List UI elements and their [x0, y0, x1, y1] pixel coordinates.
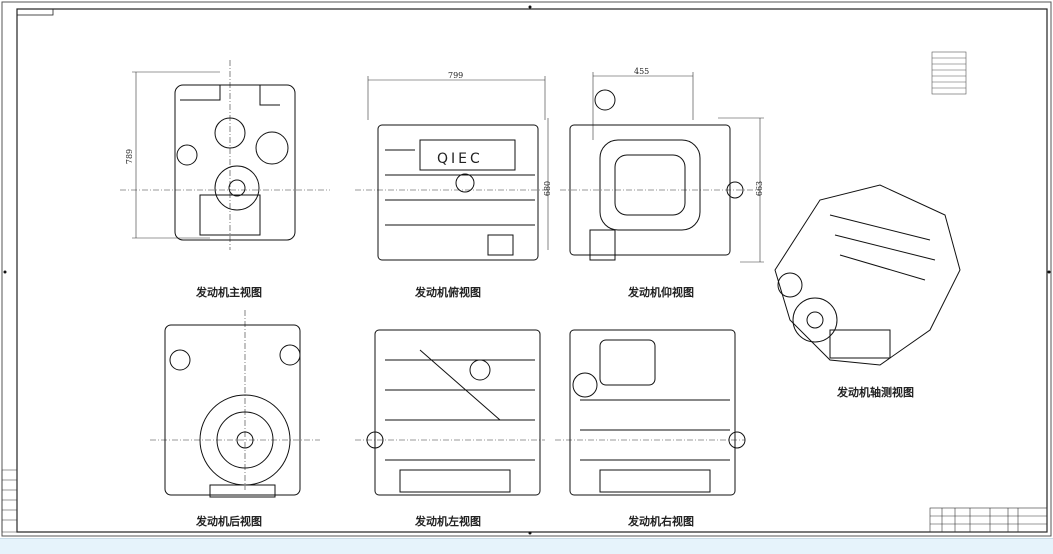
bottom-view-engine — [569, 89, 744, 261]
title-block — [929, 507, 1048, 533]
dimension-front-height: 789 — [125, 148, 135, 165]
dimension-top-height: 680 — [543, 180, 553, 197]
centerlines — [120, 60, 760, 490]
right-view-engine — [569, 329, 746, 496]
sheet-edge-markers — [3, 5, 1051, 535]
dimension-bottom-width: 455 — [634, 67, 650, 76]
isometric-view-engine — [774, 184, 961, 366]
view-label-isometric: 发动机轴测视图 — [837, 386, 914, 399]
view-label-right: 发动机右视图 — [628, 515, 694, 528]
technical-notes-table — [931, 51, 967, 95]
drawing-sheet: QIEC — [1, 1, 1052, 537]
viewer-status-strip — [0, 538, 1053, 554]
view-label-rear: 发动机后视图 — [196, 515, 262, 528]
left-view-engine — [366, 329, 541, 496]
view-label-left: 发动机左视图 — [415, 515, 481, 528]
front-view-engine — [174, 84, 296, 241]
dimension-top-width: 799 — [448, 71, 464, 80]
revision-table — [1, 469, 18, 533]
engine-views: QIEC — [164, 84, 961, 498]
dimension-bottom-height: 663 — [755, 180, 765, 197]
view-label-bottom: 发动机仰视图 — [628, 286, 694, 299]
rear-view-engine — [164, 324, 301, 498]
view-label-top: 发动机俯视图 — [415, 286, 481, 299]
drawing-number-box — [16, 8, 54, 16]
engine-logo: QIEC — [437, 151, 483, 167]
view-label-front: 发动机主视图 — [196, 286, 262, 299]
dimension-lines — [132, 71, 764, 263]
top-view-engine — [377, 124, 539, 261]
